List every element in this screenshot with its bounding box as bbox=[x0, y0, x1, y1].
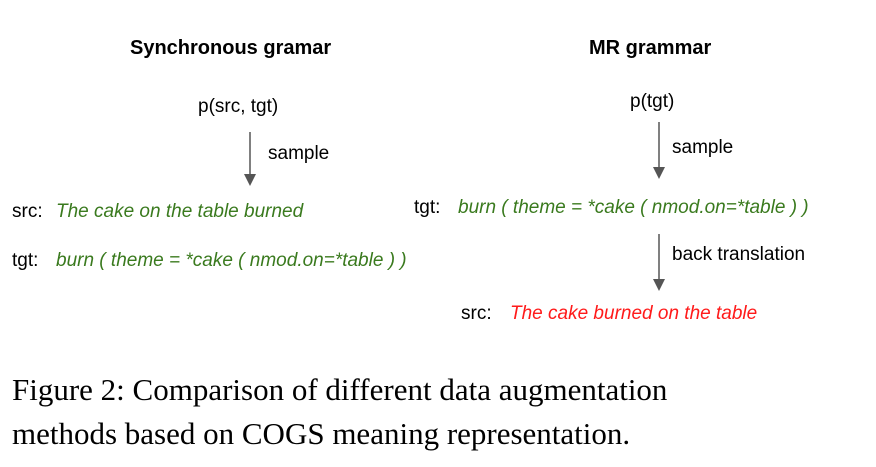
caption-line-1: Figure 2: Comparison of different data a… bbox=[12, 372, 668, 407]
right-src-prefix: src: bbox=[461, 303, 492, 324]
right-tgt-text: burn ( theme = *cake ( nmod.on=*table ) … bbox=[458, 197, 809, 218]
left-heading: Synchronous gramar bbox=[130, 37, 332, 59]
left-tgt-prefix: tgt: bbox=[12, 250, 39, 271]
right-src-text: The cake burned on the table bbox=[510, 303, 758, 324]
caption-line-2: methods based on COGS meaning representa… bbox=[12, 416, 631, 451]
right-arrow1-label: sample bbox=[672, 137, 734, 158]
left-src-prefix: src: bbox=[12, 201, 43, 222]
right-tgt-prefix: tgt: bbox=[414, 197, 441, 218]
left-tgt-text: burn ( theme = *cake ( nmod.on=*table ) … bbox=[56, 250, 407, 271]
right-node: p(tgt) bbox=[630, 91, 675, 112]
right-arrow2-label: back translation bbox=[672, 244, 806, 265]
figure-caption: Figure 2: Comparison of different data a… bbox=[12, 368, 667, 456]
right-heading: MR grammar bbox=[589, 37, 712, 59]
left-src-text: The cake on the table burned bbox=[56, 201, 304, 222]
left-node: p(src, tgt) bbox=[198, 96, 279, 117]
left-arrow-label: sample bbox=[268, 143, 330, 164]
